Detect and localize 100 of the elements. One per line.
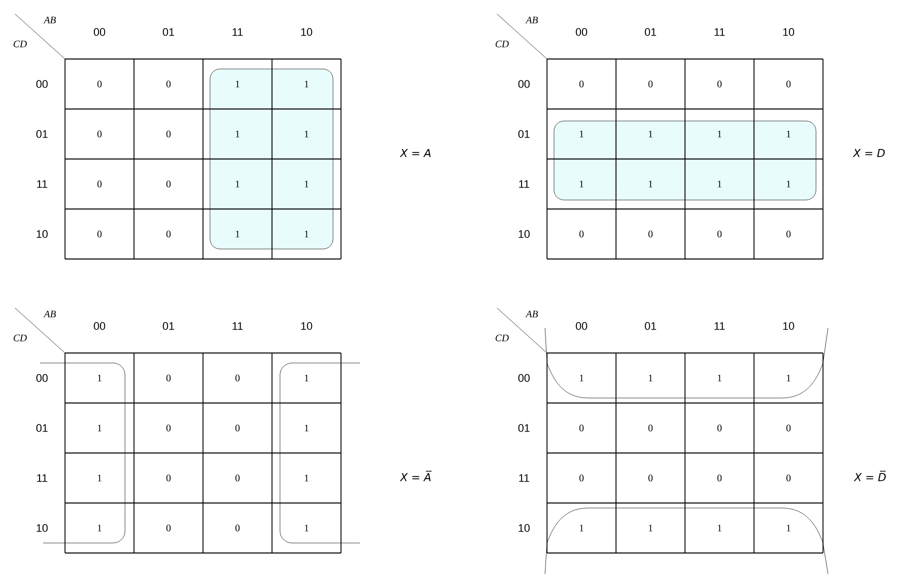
row-header: 01 (518, 130, 530, 138)
column-header: 10 (783, 28, 794, 36)
variable-label: AB (525, 310, 538, 318)
cell-value: 1 (98, 524, 102, 532)
cell-value: 0 (166, 374, 171, 382)
cell-value: 1 (304, 474, 308, 482)
row-header: 10 (518, 230, 530, 238)
cell-value: 1 (98, 374, 102, 382)
column-header: 11 (232, 322, 243, 330)
column-header: 00 (94, 28, 106, 36)
cell-value: 1 (236, 180, 240, 188)
row-header: 00 (518, 374, 530, 382)
cell-value: 0 (579, 230, 584, 238)
cell-value: 1 (580, 130, 584, 138)
variable-label: CD (496, 40, 509, 48)
cell-value: 1 (304, 424, 308, 432)
column-header: 01 (644, 322, 656, 330)
equation: X = A (400, 149, 431, 157)
variable-label: CD (496, 334, 509, 342)
cell-value: 1 (304, 374, 308, 382)
cell-value: 0 (717, 424, 722, 432)
cell-value: 0 (97, 180, 102, 188)
cell-value: 0 (166, 80, 171, 88)
cell-value: 0 (166, 474, 171, 482)
cell-value: 0 (717, 80, 722, 88)
cell-value: 0 (579, 474, 584, 482)
column-header: 10 (301, 322, 312, 330)
cell-value: 0 (97, 230, 102, 238)
column-header: 01 (162, 322, 174, 330)
cell-value: 1 (718, 130, 722, 138)
column-header: 10 (783, 322, 794, 330)
equation: X = A̅ (400, 470, 432, 482)
cell-value: 1 (786, 180, 790, 188)
cell-value: 1 (236, 80, 240, 88)
cell-value: 0 (648, 424, 653, 432)
cell-value: 1 (718, 524, 722, 532)
cell-value: 1 (648, 374, 652, 382)
cell-value: 1 (580, 524, 584, 532)
row-header: 10 (518, 524, 530, 532)
cell-value: 0 (579, 424, 584, 432)
cell-value: 0 (166, 524, 171, 532)
cell-value: 0 (786, 424, 791, 432)
row-header: 01 (36, 130, 48, 138)
row-header: 00 (518, 80, 530, 88)
cell-value: 1 (304, 524, 308, 532)
row-header: 10 (36, 524, 48, 532)
cell-value: 1 (304, 230, 308, 238)
cell-value: 0 (166, 130, 171, 138)
column-header: 11 (714, 322, 725, 330)
cell-value: 1 (580, 374, 584, 382)
cell-value: 0 (166, 424, 171, 432)
cell-value: 0 (166, 180, 171, 188)
cell-value: 0 (648, 474, 653, 482)
cell-value: 1 (648, 180, 652, 188)
cell-value: 1 (786, 374, 790, 382)
cell-value: 0 (717, 230, 722, 238)
cell-value: 0 (235, 524, 240, 532)
cell-value: 1 (718, 374, 722, 382)
row-header: 01 (518, 424, 530, 432)
cell-value: 1 (648, 130, 652, 138)
column-header: 11 (714, 28, 725, 36)
column-header: 11 (232, 28, 243, 36)
row-header: 10 (36, 230, 48, 238)
cell-value: 1 (786, 130, 790, 138)
column-header: 01 (644, 28, 656, 36)
cell-value: 1 (718, 180, 722, 188)
cell-value: 1 (648, 524, 652, 532)
column-header: 00 (576, 322, 588, 330)
equation: X = D (852, 149, 885, 157)
cell-value: 0 (579, 80, 584, 88)
cell-value: 0 (97, 130, 102, 138)
cell-value: 0 (786, 474, 791, 482)
column-header: 01 (162, 28, 174, 36)
cell-value: 1 (236, 230, 240, 238)
cell-value: 0 (235, 374, 240, 382)
cell-value: 0 (97, 80, 102, 88)
cell-value: 0 (717, 474, 722, 482)
row-header: 11 (37, 180, 48, 188)
cell-value: 1 (98, 424, 102, 432)
cell-value: 0 (166, 230, 171, 238)
row-header: 01 (36, 424, 48, 432)
cell-value: 1 (786, 524, 790, 532)
cell-value: 1 (580, 180, 584, 188)
row-header: 00 (36, 80, 48, 88)
equation: X = D̅ (854, 470, 886, 482)
variable-label: CD (14, 40, 27, 48)
cell-value: 0 (648, 80, 653, 88)
variable-label: CD (14, 334, 27, 342)
row-header: 11 (37, 474, 48, 482)
cell-value: 0 (235, 424, 240, 432)
cell-value: 0 (786, 80, 791, 88)
cell-value: 0 (235, 474, 240, 482)
variable-label: AB (43, 16, 56, 24)
row-header: 11 (519, 474, 530, 482)
variable-label: AB (525, 16, 538, 24)
cell-value: 0 (786, 230, 791, 238)
cell-value: 1 (236, 130, 240, 138)
cell-value: 1 (304, 130, 308, 138)
cell-value: 1 (98, 474, 102, 482)
column-header: 00 (576, 28, 588, 36)
